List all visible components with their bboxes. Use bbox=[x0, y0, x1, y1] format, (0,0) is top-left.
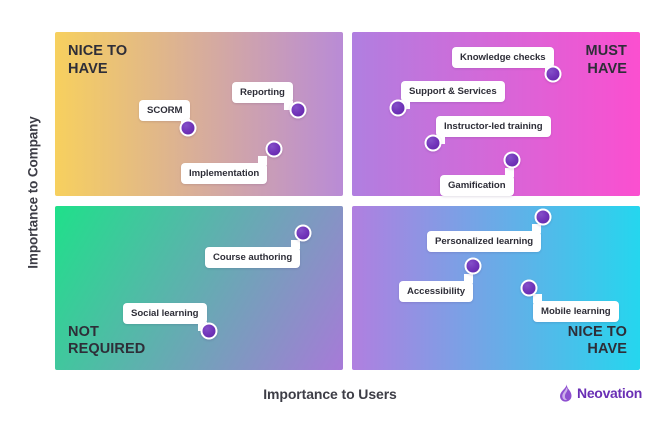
data-point[interactable] bbox=[389, 99, 407, 117]
point-label: Implementation bbox=[181, 156, 268, 184]
brand-name: Neovation bbox=[577, 385, 642, 401]
data-point[interactable] bbox=[520, 279, 538, 297]
point-label: Mobile learning bbox=[533, 294, 619, 322]
data-point[interactable] bbox=[503, 151, 521, 169]
point-label: Support & Services bbox=[401, 81, 505, 109]
y-axis-label: Importance to Company bbox=[25, 116, 41, 269]
point-label: Knowledge checks bbox=[452, 47, 554, 75]
point-label: Gamification bbox=[440, 168, 514, 196]
quadrant-label-bottom-right: NICE TO HAVE bbox=[567, 323, 627, 358]
flame-icon bbox=[560, 384, 572, 402]
point-label: Reporting bbox=[232, 82, 293, 110]
point-label: SCORM bbox=[139, 100, 191, 128]
quadrant-label-top-right: MUST HAVE bbox=[585, 43, 627, 77]
data-point[interactable] bbox=[464, 257, 482, 275]
quadrant-label-bottom-left: NOT REQUIRED bbox=[68, 323, 146, 358]
data-point[interactable] bbox=[200, 322, 218, 340]
point-label: Instructor-led training bbox=[436, 116, 551, 144]
point-label: Course authoring bbox=[205, 240, 301, 268]
data-point[interactable] bbox=[544, 65, 562, 83]
brand-logo: Neovation bbox=[559, 384, 642, 402]
data-point[interactable] bbox=[265, 140, 283, 158]
point-label: Social learning bbox=[123, 303, 207, 331]
quadrant-label-top-left: NICE TO HAVE bbox=[68, 43, 128, 77]
data-point[interactable] bbox=[289, 101, 307, 119]
point-label: Accessibility bbox=[399, 274, 474, 302]
point-label: Personalized learning bbox=[427, 224, 542, 252]
data-point[interactable] bbox=[179, 119, 197, 137]
data-point[interactable] bbox=[534, 208, 552, 226]
data-point[interactable] bbox=[424, 134, 442, 152]
matrix-plot-area: NICE TO HAVE MUST HAVE NOT REQUIRED NICE… bbox=[55, 32, 640, 370]
x-axis-label: Importance to Users bbox=[263, 386, 397, 402]
data-point[interactable] bbox=[294, 224, 312, 242]
